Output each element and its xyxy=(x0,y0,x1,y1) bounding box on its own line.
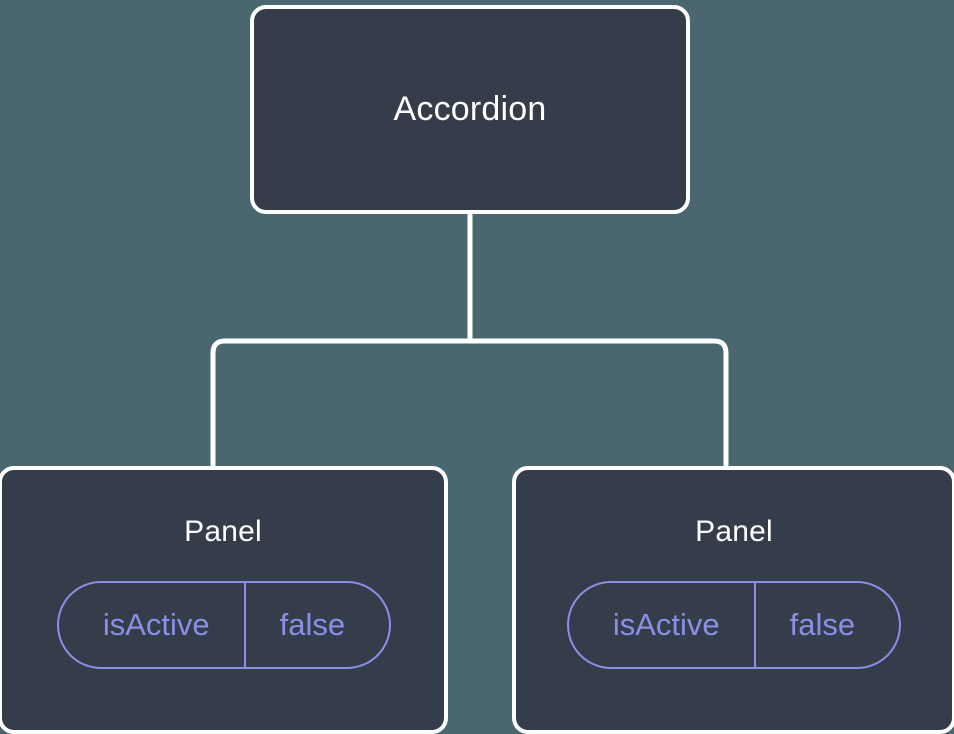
connector-branch-left xyxy=(210,338,472,468)
prop-key: isActive xyxy=(102,607,210,642)
prop-key: isActive xyxy=(612,607,720,642)
connector-branch-right xyxy=(468,338,729,468)
node-panel-2-label: Panel xyxy=(695,515,773,548)
node-accordion-label: Accordion xyxy=(393,89,547,128)
node-panel-1[interactable]: Panel isActive false xyxy=(0,466,448,734)
prop-badge-isactive-1[interactable]: isActive false xyxy=(56,580,392,669)
node-panel-1-label: Panel xyxy=(184,515,262,548)
node-panel-2[interactable]: Panel isActive false xyxy=(512,466,954,734)
prop-value: false xyxy=(753,582,899,667)
prop-badge-isactive-2[interactable]: isActive false xyxy=(566,580,902,669)
node-accordion[interactable]: Accordion xyxy=(250,5,690,214)
prop-value: false xyxy=(243,582,389,667)
